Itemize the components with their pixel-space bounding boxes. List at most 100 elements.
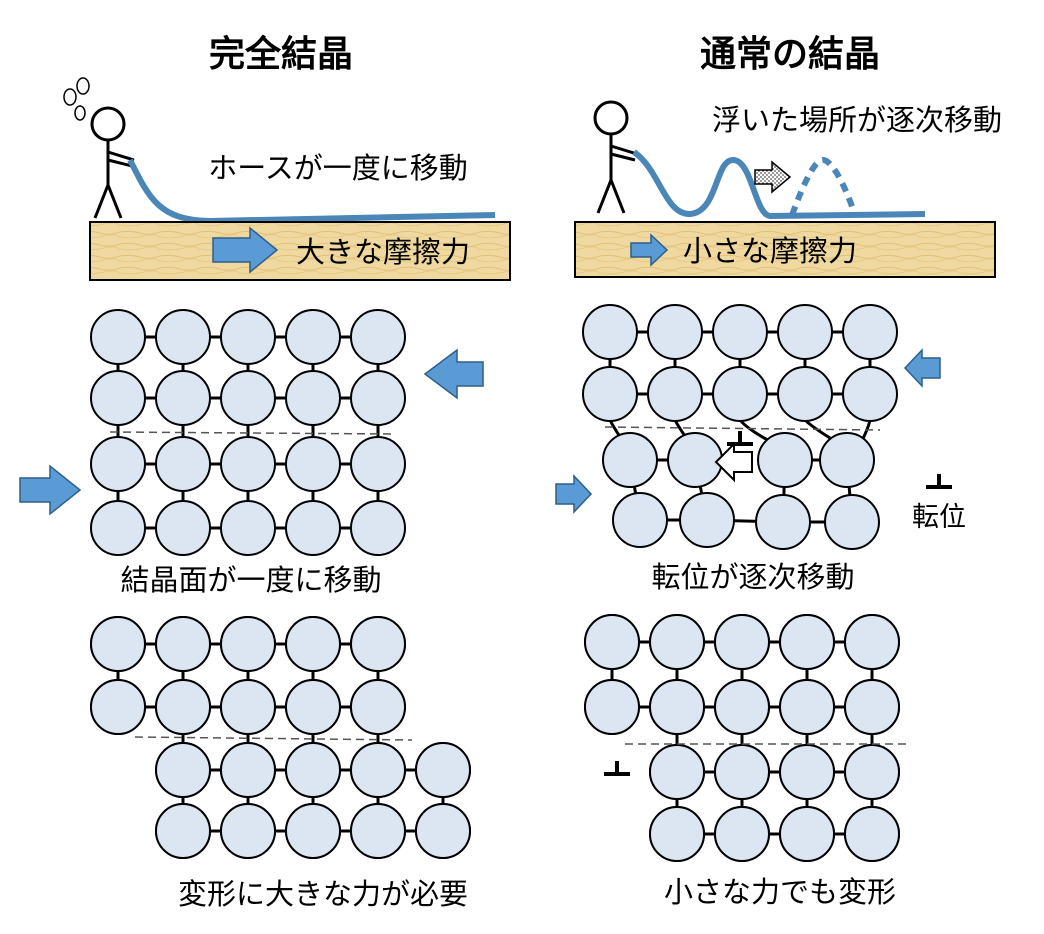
atom [779,744,835,800]
atom [350,370,406,426]
dislocation-motion-arrow-icon [714,441,753,483]
atom [350,500,406,556]
friction-arrow-right-icon [630,233,669,267]
atom [90,436,146,492]
atom [779,806,835,862]
atom [155,616,211,672]
dislocation-symbol-bottom-icon [604,761,630,776]
atom [155,370,211,426]
left-title: 完全結晶 [209,33,353,75]
atom [220,500,276,556]
atom [714,806,770,862]
lattice-right-before [582,304,898,550]
hose-right [632,149,926,220]
atom [712,304,768,360]
lattice-right-after [584,614,900,862]
lattice-left-before [90,309,406,556]
atom [712,366,768,422]
hose-left [127,158,496,225]
atom [667,432,723,488]
ground-left [89,221,511,281]
atom [757,432,813,488]
atom [350,803,406,859]
lattice-left-after [90,616,471,859]
atom [155,742,211,798]
atom [415,803,471,859]
left-friction-label: 大きな摩擦力 [296,235,470,269]
atom [220,436,276,492]
right-friction-label: 小さな摩擦力 [683,234,857,268]
atom [714,614,770,670]
atom [90,309,146,365]
atom [844,679,900,735]
atom [90,679,146,735]
hose-right-dashed [789,156,858,217]
atom [647,304,703,360]
atom [649,744,705,800]
atom [777,366,833,422]
atom [679,492,735,548]
atom [779,679,835,735]
atom [582,304,638,360]
atom [584,614,640,670]
atom [285,679,341,735]
slip-plane-left-bottom [134,736,413,741]
atom [350,436,406,492]
shear-arrow-right-top-icon [903,348,941,388]
shear-arrow-left-top-icon [423,348,484,400]
atom [90,500,146,556]
dislocation-symbol-icon [727,431,753,446]
atom [285,803,341,859]
atom [350,309,406,365]
atom [647,366,703,422]
atom [819,432,875,488]
sweat-drops-icon [63,77,90,121]
atom [155,436,211,492]
atom [755,494,811,550]
shear-arrow-left-bottom-icon [19,464,82,516]
right-result-caption: 小さな力でも変形 [664,875,896,909]
atom [155,500,211,556]
atom [155,679,211,735]
atom [285,742,341,798]
atom [350,679,406,735]
atom [90,616,146,672]
stick-figure-right-icon [593,100,638,214]
stick-figure-left-icon [90,106,135,219]
atom [285,370,341,426]
friction-arrow-left-icon [212,226,279,274]
atom [285,500,341,556]
atom [220,370,276,426]
atom [155,309,211,365]
atom [714,744,770,800]
atom [220,616,276,672]
atom [714,679,770,735]
atom [155,803,211,859]
atom [220,803,276,859]
atom [842,366,898,422]
atom [90,370,146,426]
atom [612,492,668,548]
atom [350,616,406,672]
dislocation-label: 転位 [912,502,966,533]
atom [220,309,276,365]
right-move-caption: 転位が逐次移動 [651,560,854,594]
atom [350,742,406,798]
atom [285,309,341,365]
atom [842,304,898,360]
dislocation-legend-icon [926,474,952,489]
slip-plane-right-top [604,426,881,431]
left-hose-caption: ホースが一度に移動 [208,151,468,185]
atom [220,679,276,735]
atom [220,742,276,798]
atom [582,366,638,422]
atom [777,304,833,360]
atom [415,742,471,798]
right-hose-caption: 浮いた場所が逐次移動 [712,103,1002,137]
atom [779,614,835,670]
atom [844,806,900,862]
left-result-caption: 変形に大きな力が必要 [178,877,468,911]
left-move-caption: 結晶面が一度に移動 [120,563,381,597]
slip-plane-left-top [109,431,393,435]
